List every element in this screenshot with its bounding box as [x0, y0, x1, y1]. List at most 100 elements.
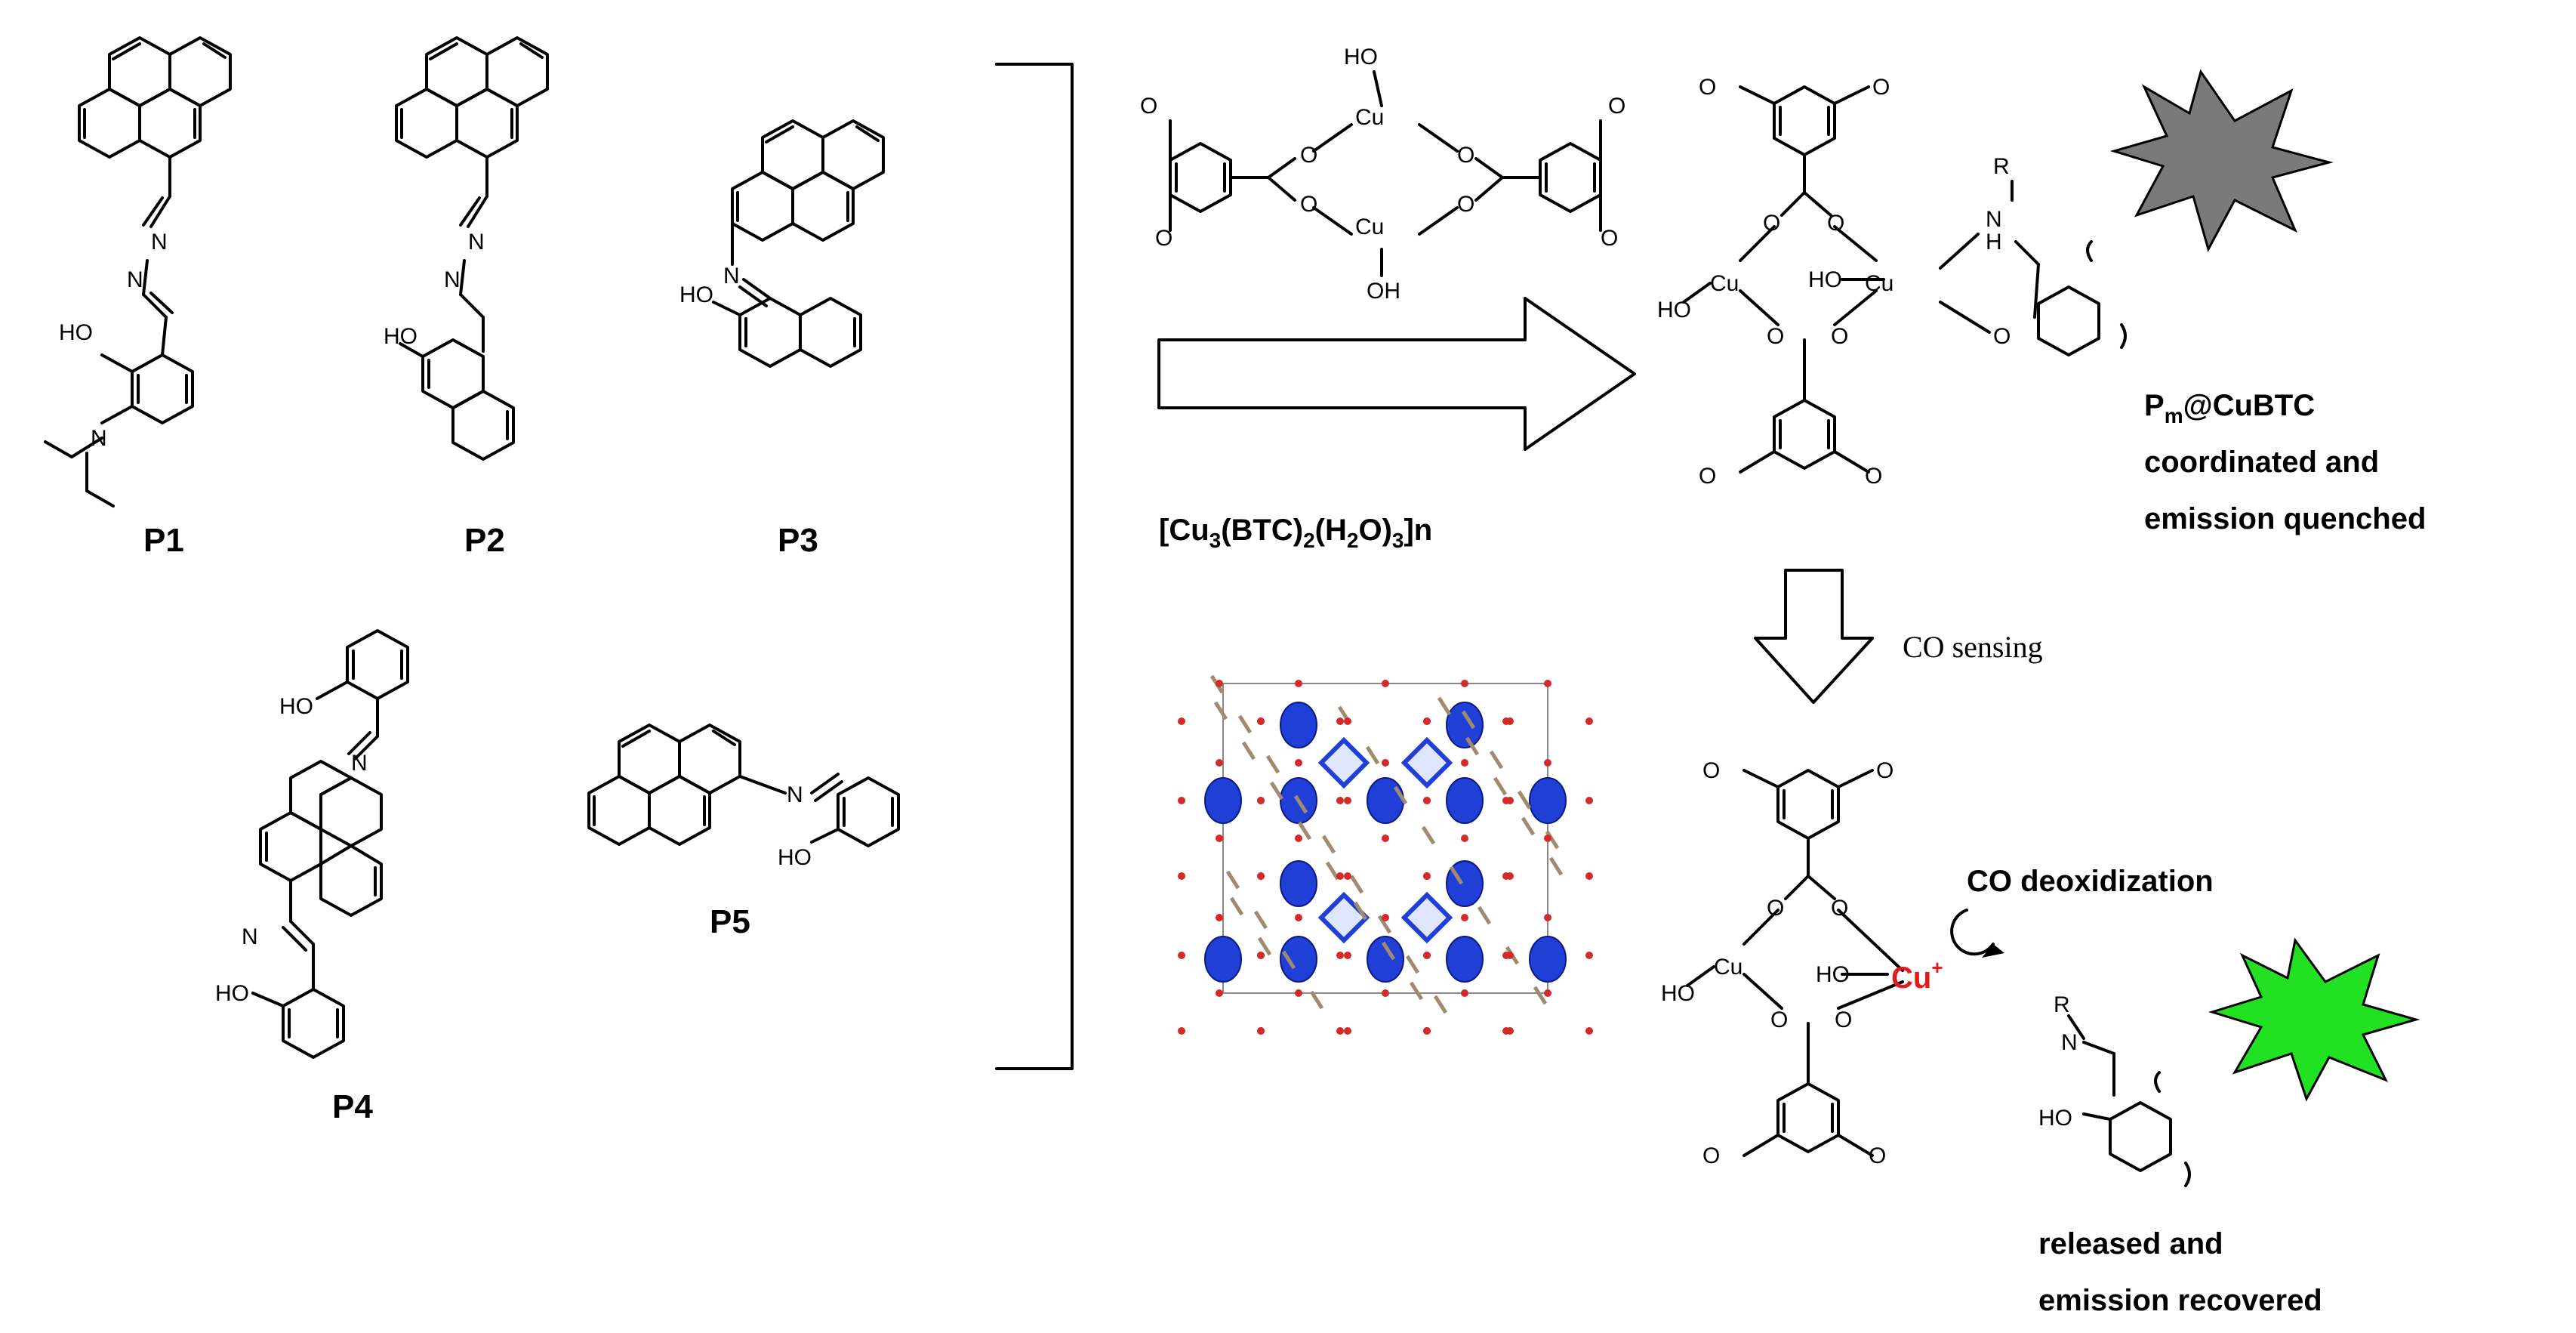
oxygen-atom: [1178, 872, 1185, 880]
probe-p1-structure: N N HO N: [44, 36, 232, 508]
linker-bond: [1269, 781, 1284, 801]
linker-bond: [1353, 901, 1368, 921]
atom-o: O: [1869, 1143, 1886, 1168]
atom-cu: Cu: [1355, 105, 1384, 130]
mof-formula: [Cu3(BTC)2(H2O)3]n: [1159, 514, 1432, 552]
atom-o: O: [1155, 226, 1172, 251]
atom-ho: HO: [384, 324, 418, 349]
linker-bond: [1409, 981, 1424, 1001]
linker-bond: [1293, 795, 1308, 814]
linker-bond: [1381, 941, 1396, 961]
oxygen-atom: [1344, 872, 1351, 880]
probe-p2-label: P2: [464, 522, 505, 559]
oxygen-atom: [1295, 759, 1302, 767]
oxygen-atom: [1336, 717, 1344, 725]
oxygen-atom: [1257, 797, 1265, 804]
oxygen-atom: [1336, 952, 1344, 959]
linker-bond: [1405, 955, 1420, 974]
co-deoxidization-label: CO deoxidization: [1967, 865, 2214, 898]
linker-bond: [1377, 915, 1392, 934]
oxygen-atom: [1382, 680, 1389, 687]
oxygen-atom: [1585, 1027, 1593, 1035]
atom-o: O: [1457, 192, 1474, 217]
probe-p2-structure: N N HO: [384, 36, 549, 461]
linker-bond: [1477, 906, 1492, 925]
oxygen-atom: [1344, 717, 1351, 725]
oxygen-atom: [1461, 989, 1468, 997]
oxygen-atom: [1423, 1027, 1431, 1035]
oxygen-atom: [1382, 759, 1389, 767]
linker-bond: [1433, 995, 1448, 1014]
oxygen-atom: [1544, 680, 1551, 687]
oxygen-atom: [1178, 952, 1185, 959]
oxygen-atom: [1544, 835, 1551, 842]
cu-polyhedron: [1446, 777, 1484, 824]
linker-bond: [1437, 696, 1452, 716]
linker-bond: [1297, 821, 1312, 841]
oxygen-atom: [1461, 835, 1468, 842]
cage-window: [1317, 891, 1370, 944]
atom-o: O: [1601, 226, 1618, 251]
atom-ho: HO: [1657, 298, 1691, 322]
atom-ho: HO: [1661, 981, 1695, 1006]
atom-o: O: [1835, 1007, 1852, 1032]
probe-p5-structure: N HO: [587, 724, 900, 870]
linker-bond: [1533, 986, 1548, 1005]
cu-polyhedron: [1446, 702, 1484, 748]
cu-paddlewheel-structure: O O O O O O O O Cu Cu HO OH: [1140, 45, 1625, 304]
oxygen-atom: [1423, 797, 1431, 804]
linker-bond: [1237, 714, 1253, 734]
cu-polyhedron: [1204, 936, 1242, 983]
oxygen-atom: [1257, 872, 1265, 880]
atom-cu: Cu: [1714, 955, 1742, 980]
linker-bond: [1309, 990, 1324, 1010]
oxygen-atom: [1506, 1027, 1514, 1035]
cu-polyhedron: [1204, 777, 1242, 824]
atom-o: O: [1699, 75, 1716, 100]
oxygen-atom: [1344, 1027, 1351, 1035]
linker-bond: [1325, 861, 1340, 881]
composite-line3: emission quenched: [2144, 502, 2426, 535]
curved-arrow-head: [1982, 944, 2004, 958]
cu-polyhedron: [1280, 860, 1317, 907]
atom-n: N: [91, 426, 107, 451]
atom-o: O: [1872, 75, 1890, 100]
linker-bond: [1421, 825, 1436, 845]
oxygen-atom: [1544, 989, 1551, 997]
oxygen-atom: [1216, 835, 1223, 842]
probe-p1-label: P1: [143, 522, 184, 559]
probe-p3-structure: N HO: [679, 119, 885, 368]
atom-o: O: [1140, 94, 1157, 119]
atom-o: O: [1993, 324, 2011, 349]
oxygen-atom: [1178, 717, 1185, 725]
probe-bracket: [995, 63, 1074, 1070]
oxygen-atom: [1257, 717, 1265, 725]
oxygen-atom: [1585, 717, 1593, 725]
atom-o: O: [1767, 324, 1784, 349]
atom-ho: HO: [1808, 267, 1842, 292]
atom-o: O: [1763, 211, 1780, 236]
probe-p3-label: P3: [778, 522, 818, 559]
linker-bond: [1461, 710, 1476, 730]
linker-bond: [1465, 736, 1480, 756]
composite-name: Pm@CuBTC: [2144, 389, 2315, 427]
oxygen-atom: [1382, 989, 1389, 997]
linker-bond: [1521, 816, 1536, 836]
oxygen-atom: [1506, 872, 1514, 880]
cu-polyhedron: [1280, 936, 1317, 983]
cu-polyhedron: [1446, 936, 1484, 983]
atom-n: N: [723, 264, 740, 289]
oxygen-atom: [1178, 797, 1185, 804]
atom-o: O: [1702, 758, 1720, 783]
atom-n: N: [787, 782, 803, 807]
atom-r: R: [1993, 154, 2010, 179]
oxygen-atom: [1506, 717, 1514, 725]
atom-ho: HO: [1344, 45, 1378, 69]
oxygen-atom: [1336, 872, 1344, 880]
released-line2: emission recovered: [2038, 1284, 2322, 1317]
cu-polyhedron: [1367, 936, 1404, 983]
atom-n: N: [468, 230, 485, 255]
atom-o: O: [1831, 896, 1848, 921]
atom-o: O: [1457, 143, 1474, 168]
quenched-emission-star: [2109, 69, 2334, 252]
